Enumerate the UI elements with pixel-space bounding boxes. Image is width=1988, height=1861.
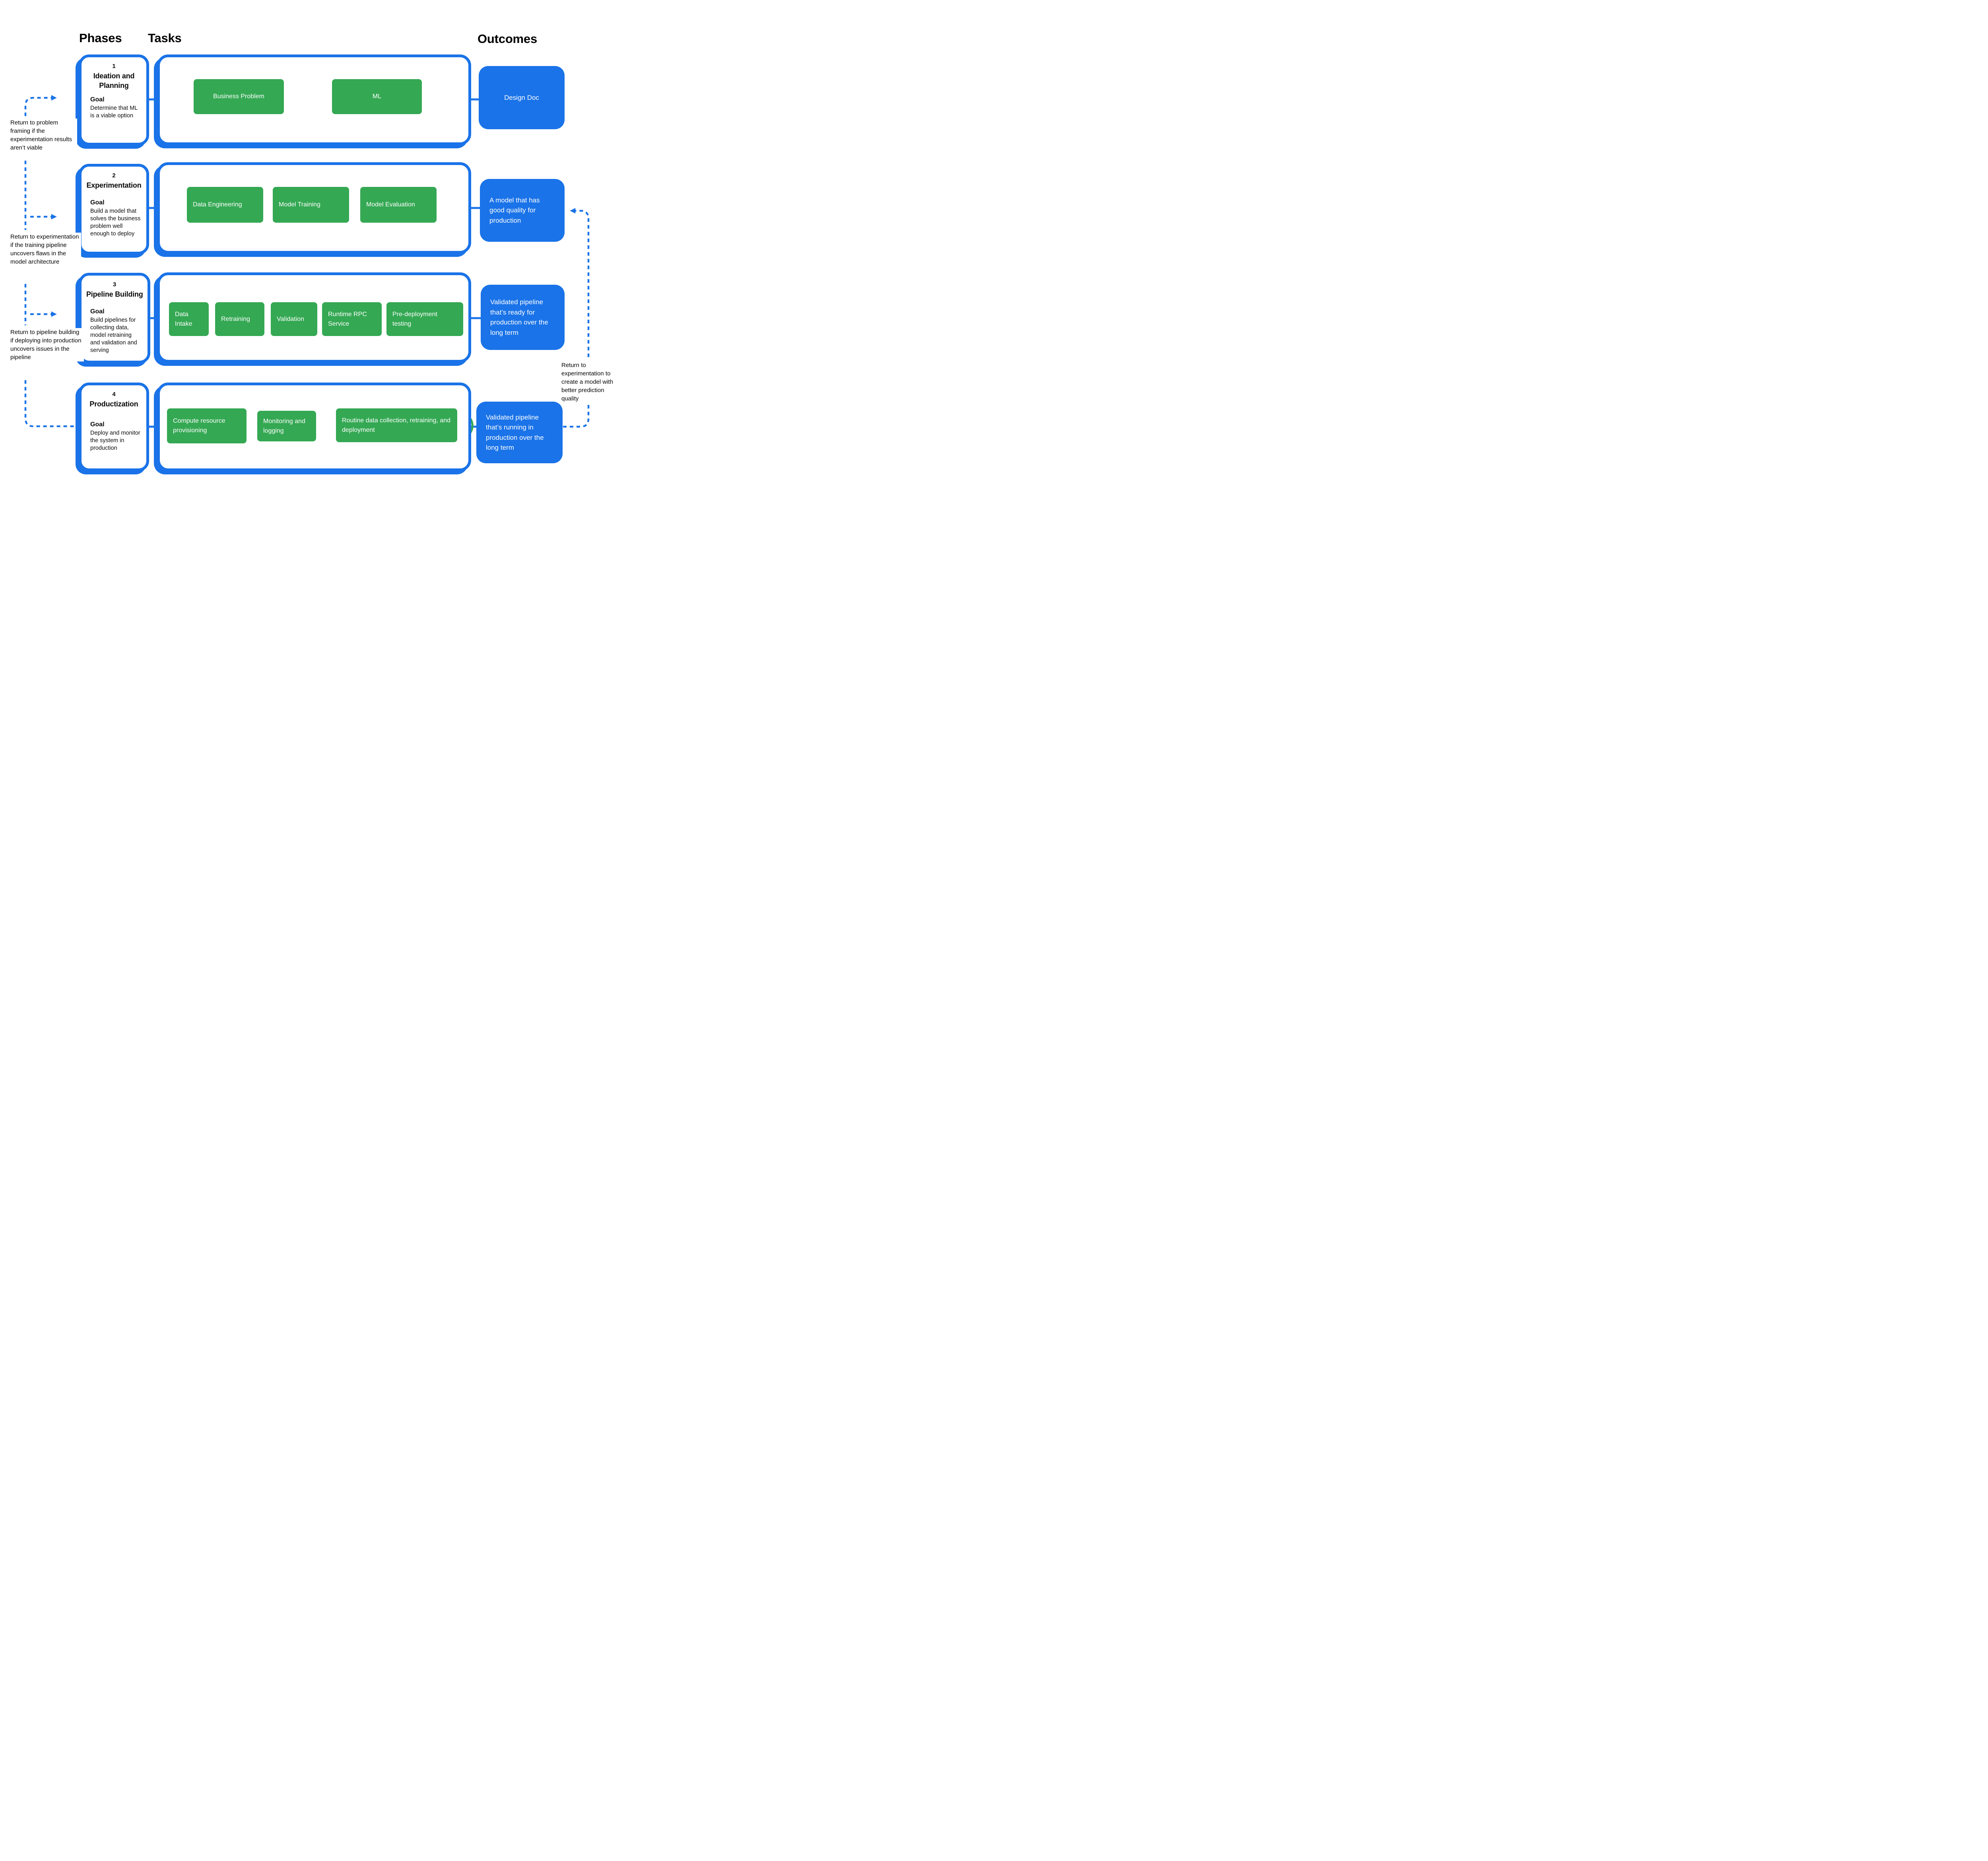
column-header-phases: Phases (79, 31, 122, 45)
phase-number: 4 (112, 391, 116, 398)
outcome-design-doc: Design Doc (479, 66, 565, 129)
loop-note-return-to-problem-framing: Return to problem framing if the experim… (10, 118, 77, 152)
outcome-validated-pipeline-ready: Validated pipeline that’s ready for prod… (481, 285, 565, 350)
outcome-quality-model: A model that has good quality for produc… (480, 179, 565, 242)
return-arrow-to-model-outcome (570, 208, 590, 357)
phase-card-experimentation: 2 Experimentation Goal Build a model tha… (79, 164, 149, 254)
phase-number: 1 (112, 63, 116, 70)
column-header-tasks: Tasks (148, 31, 182, 45)
loop-note-return-for-better-quality: Return to experimentation to create a mo… (561, 361, 622, 403)
phase-card-pipeline-building: 3 Pipeline Building Goal Build pipelines… (79, 273, 150, 363)
return-paths (24, 95, 590, 428)
phase-number: 2 (112, 172, 116, 179)
loop-note-return-to-experimentation: Return to experimentation if the trainin… (10, 233, 81, 266)
mlops-phases-diagram: Phases Tasks Outcomes 1 Ideation and Pla… (0, 0, 623, 514)
goal-text: Build pipelines for collecting data, mod… (90, 317, 137, 354)
phase-title: Pipeline Building (86, 290, 143, 298)
phase-title: Experimentation (86, 181, 142, 189)
task-runtime-rpc-service: Runtime RPC Service (322, 302, 382, 336)
goal-label: Goal (90, 96, 105, 103)
phase-card-ideation: 1 Ideation and Planning Goal Determine t… (79, 54, 149, 146)
phase-number: 3 (113, 281, 116, 288)
task-monitoring-and-logging: Monitoring and logging (257, 411, 316, 441)
phase-title: Productization (89, 400, 138, 408)
task-retraining: Retraining (215, 302, 264, 336)
goal-text: Build a model that solves the business p… (90, 208, 141, 237)
return-arrow-to-ideation (24, 95, 57, 116)
loop-note-return-to-pipeline-building: Return to pipeline building if deploying… (10, 328, 84, 361)
goal-label: Goal (90, 308, 105, 315)
row-connectors (147, 98, 482, 428)
task-routine-collection-retraining-deployment: Routine data collection, retraining, and… (336, 408, 457, 442)
right-return-line-seg1 (563, 402, 590, 428)
task-connectors (209, 95, 386, 427)
outcome-validated-pipeline-running: Validated pipeline that’s running in pro… (476, 402, 563, 463)
task-pre-deployment-testing: Pre-deployment testing (386, 302, 463, 336)
task-compute-resource-provisioning: Compute resource provisioning (167, 408, 247, 443)
task-business-problem: Business Problem (194, 79, 284, 114)
goal-text: Determine that ML is a viable option (90, 105, 138, 119)
task-model-evaluation: Model Evaluation (360, 187, 437, 223)
task-model-training: Model Training (273, 187, 349, 223)
task-data-intake: Data Intake (169, 302, 209, 336)
column-header-outcomes: Outcomes (478, 32, 537, 46)
phase-title: Ideation and Planning (93, 72, 135, 89)
goal-label: Goal (90, 199, 105, 206)
phase-card-productization: 4 Productization Goal Deploy and monitor… (79, 383, 149, 471)
task-ml: ML (332, 79, 422, 114)
goal-label: Goal (90, 421, 105, 428)
task-validation: Validation (271, 302, 317, 336)
left-return-line-seg3 (24, 380, 80, 427)
task-data-engineering: Data Engineering (187, 187, 263, 223)
goal-text: Deploy and monitor the system in product… (90, 429, 140, 451)
